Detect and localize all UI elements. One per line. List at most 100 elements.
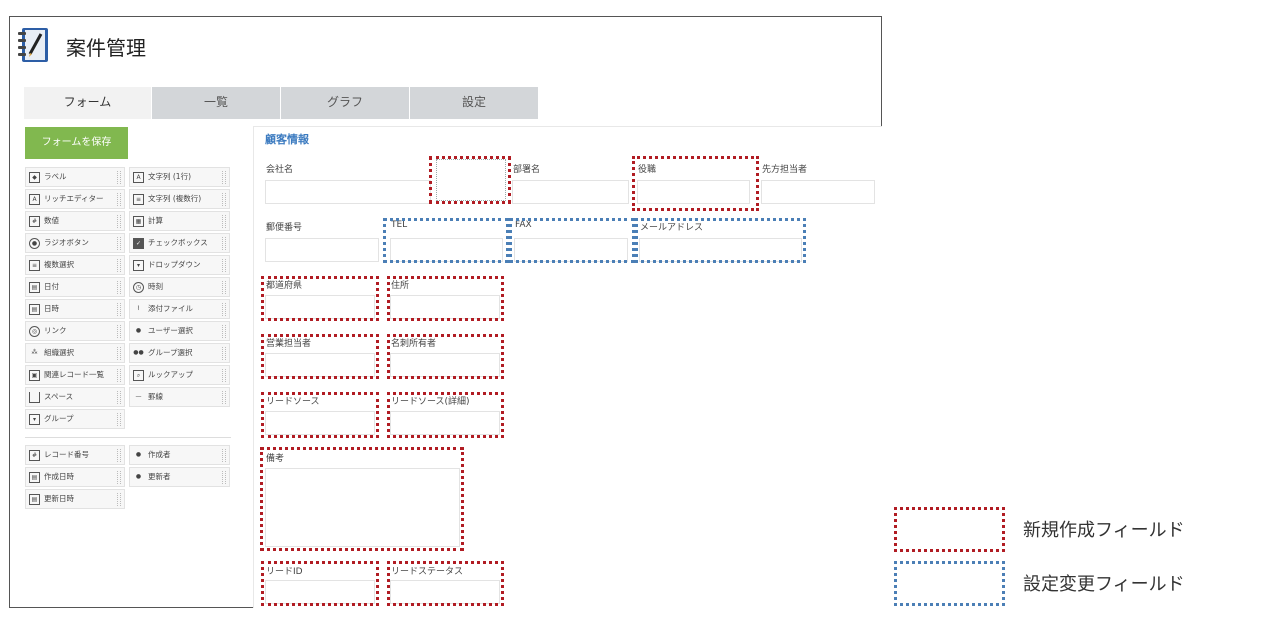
email-input[interactable]: [639, 238, 802, 262]
drag-handle[interactable]: [117, 493, 121, 506]
drag-handle[interactable]: [117, 347, 121, 360]
field-label-lead-status: リードステータス: [391, 567, 464, 577]
space-icon: [29, 391, 40, 403]
palette-item-calc[interactable]: ▦計算: [129, 211, 230, 231]
palette-item-date[interactable]: ▤日付: [25, 277, 125, 297]
drag-handle[interactable]: [222, 471, 226, 484]
palette-item-dropdown[interactable]: ▾ドロップダウン: [129, 255, 230, 275]
drag-handle[interactable]: [117, 325, 121, 338]
drag-handle[interactable]: [222, 193, 226, 206]
palette-item-group[interactable]: ▾グループ: [25, 409, 125, 429]
drag-handle[interactable]: [117, 369, 121, 382]
highlight-new-position: [632, 156, 759, 211]
drag-handle[interactable]: [117, 413, 121, 426]
card-owner-input[interactable]: [390, 353, 500, 377]
date-icon: ▤: [29, 493, 40, 505]
drag-handle[interactable]: [222, 449, 226, 462]
multi-select-icon: ≡: [29, 259, 40, 271]
drag-handle[interactable]: [117, 259, 121, 272]
drag-handle[interactable]: [222, 215, 226, 228]
number-icon: #: [29, 215, 40, 227]
drag-handle[interactable]: [117, 171, 121, 184]
palette-item-line[interactable]: —罫線: [129, 387, 230, 407]
drag-handle[interactable]: [117, 281, 121, 294]
palette-item-multi-select[interactable]: ≡複数選択: [25, 255, 125, 275]
field-label-tel: TEL: [391, 220, 408, 230]
drag-handle[interactable]: [222, 369, 226, 382]
folder-icon: ▾: [29, 413, 40, 425]
drag-handle[interactable]: [117, 215, 121, 228]
drag-handle[interactable]: [222, 347, 226, 360]
postal-code-input[interactable]: [265, 238, 379, 262]
highlight-new-card-owner: [387, 334, 504, 379]
palette-item-time[interactable]: ◷時刻: [129, 277, 230, 297]
contact-person-input[interactable]: [761, 180, 875, 204]
drag-handle[interactable]: [222, 171, 226, 184]
field-label-remarks: 備考: [266, 454, 285, 464]
field-label-sales-rep: 営業担当者: [266, 339, 312, 349]
field-label-department: 部署名: [513, 165, 541, 175]
tab-settings[interactable]: 設定: [410, 87, 539, 119]
abc-icon: A: [133, 171, 144, 183]
palette-item-attachment[interactable]: ⌇添付ファイル: [129, 299, 230, 319]
date-icon: ▤: [29, 471, 40, 483]
position-input[interactable]: [637, 180, 750, 204]
highlight-changed-fax: [509, 218, 635, 263]
remarks-textarea[interactable]: [265, 468, 460, 547]
palette-item-label[interactable]: ◆ラベル: [25, 167, 125, 187]
company-input[interactable]: [265, 180, 431, 204]
lead-source-detail-input[interactable]: [390, 411, 500, 435]
lead-source-input[interactable]: [265, 411, 375, 435]
lead-status-input[interactable]: [390, 580, 500, 604]
user-icon: ●: [135, 472, 142, 480]
dropdown-icon: ▾: [133, 259, 144, 271]
highlight-changed-email: [635, 218, 806, 263]
palette-item-lookup[interactable]: ⌕ルックアップ: [129, 365, 230, 385]
palette-item-radio[interactable]: ●ラジオボタン: [25, 233, 125, 253]
palette-item-created-at[interactable]: ▤作成日時: [25, 467, 125, 487]
palette-item-related-records[interactable]: ▣関連レコード一覧: [25, 365, 125, 385]
save-form-button[interactable]: フォームを保存: [25, 127, 128, 159]
drag-handle[interactable]: [222, 281, 226, 294]
palette-item-organization-select[interactable]: ⁂組織選択: [25, 343, 125, 363]
drag-handle[interactable]: [222, 325, 226, 338]
drag-handle[interactable]: [117, 471, 121, 484]
rich-editor-icon: A: [29, 193, 40, 205]
palette-item-multi-line-text[interactable]: ≡文字列 (複数行): [129, 189, 230, 209]
palette-item-datetime[interactable]: ▤日時: [25, 299, 125, 319]
drag-handle[interactable]: [222, 237, 226, 250]
palette-item-updater[interactable]: ●更新者: [129, 467, 230, 487]
department-input[interactable]: [512, 180, 629, 204]
drag-handle[interactable]: [117, 303, 121, 316]
palette-item-number[interactable]: #数値: [25, 211, 125, 231]
drag-handle[interactable]: [222, 259, 226, 272]
drag-handle[interactable]: [117, 391, 121, 404]
highlight-changed-tel: [383, 218, 509, 263]
drag-handle[interactable]: [117, 193, 121, 206]
field-label-contact-person: 先方担当者: [762, 165, 808, 175]
drag-handle[interactable]: [117, 449, 121, 462]
palette-item-user-select[interactable]: ●ユーザー選択: [129, 321, 230, 341]
tab-graph[interactable]: グラフ: [281, 87, 410, 119]
paperclip-icon: ⌇: [137, 304, 140, 312]
legend-swatch-new: [894, 507, 1005, 552]
tab-form[interactable]: フォーム: [24, 87, 152, 119]
organization-icon: ⁂: [31, 348, 38, 356]
drag-handle[interactable]: [222, 303, 226, 316]
palette-item-link[interactable]: ◎リンク: [25, 321, 125, 341]
palette-item-group-select[interactable]: ●●グループ選択: [129, 343, 230, 363]
tab-list[interactable]: 一覧: [152, 87, 281, 119]
palette-item-updated-at[interactable]: ▤更新日時: [25, 489, 125, 509]
record-number-icon: #: [29, 449, 40, 461]
prefecture-input[interactable]: [265, 295, 375, 319]
drag-handle[interactable]: [222, 391, 226, 404]
palette-item-record-number[interactable]: #レコード番号: [25, 445, 125, 465]
group-icon: ●●: [133, 348, 144, 356]
palette-item-creator[interactable]: ●作成者: [129, 445, 230, 465]
palette-item-space[interactable]: スペース: [25, 387, 125, 407]
drag-handle[interactable]: [117, 237, 121, 250]
palette-item-checkbox[interactable]: ✓チェックボックス: [129, 233, 230, 253]
space-field[interactable]: [436, 159, 506, 201]
